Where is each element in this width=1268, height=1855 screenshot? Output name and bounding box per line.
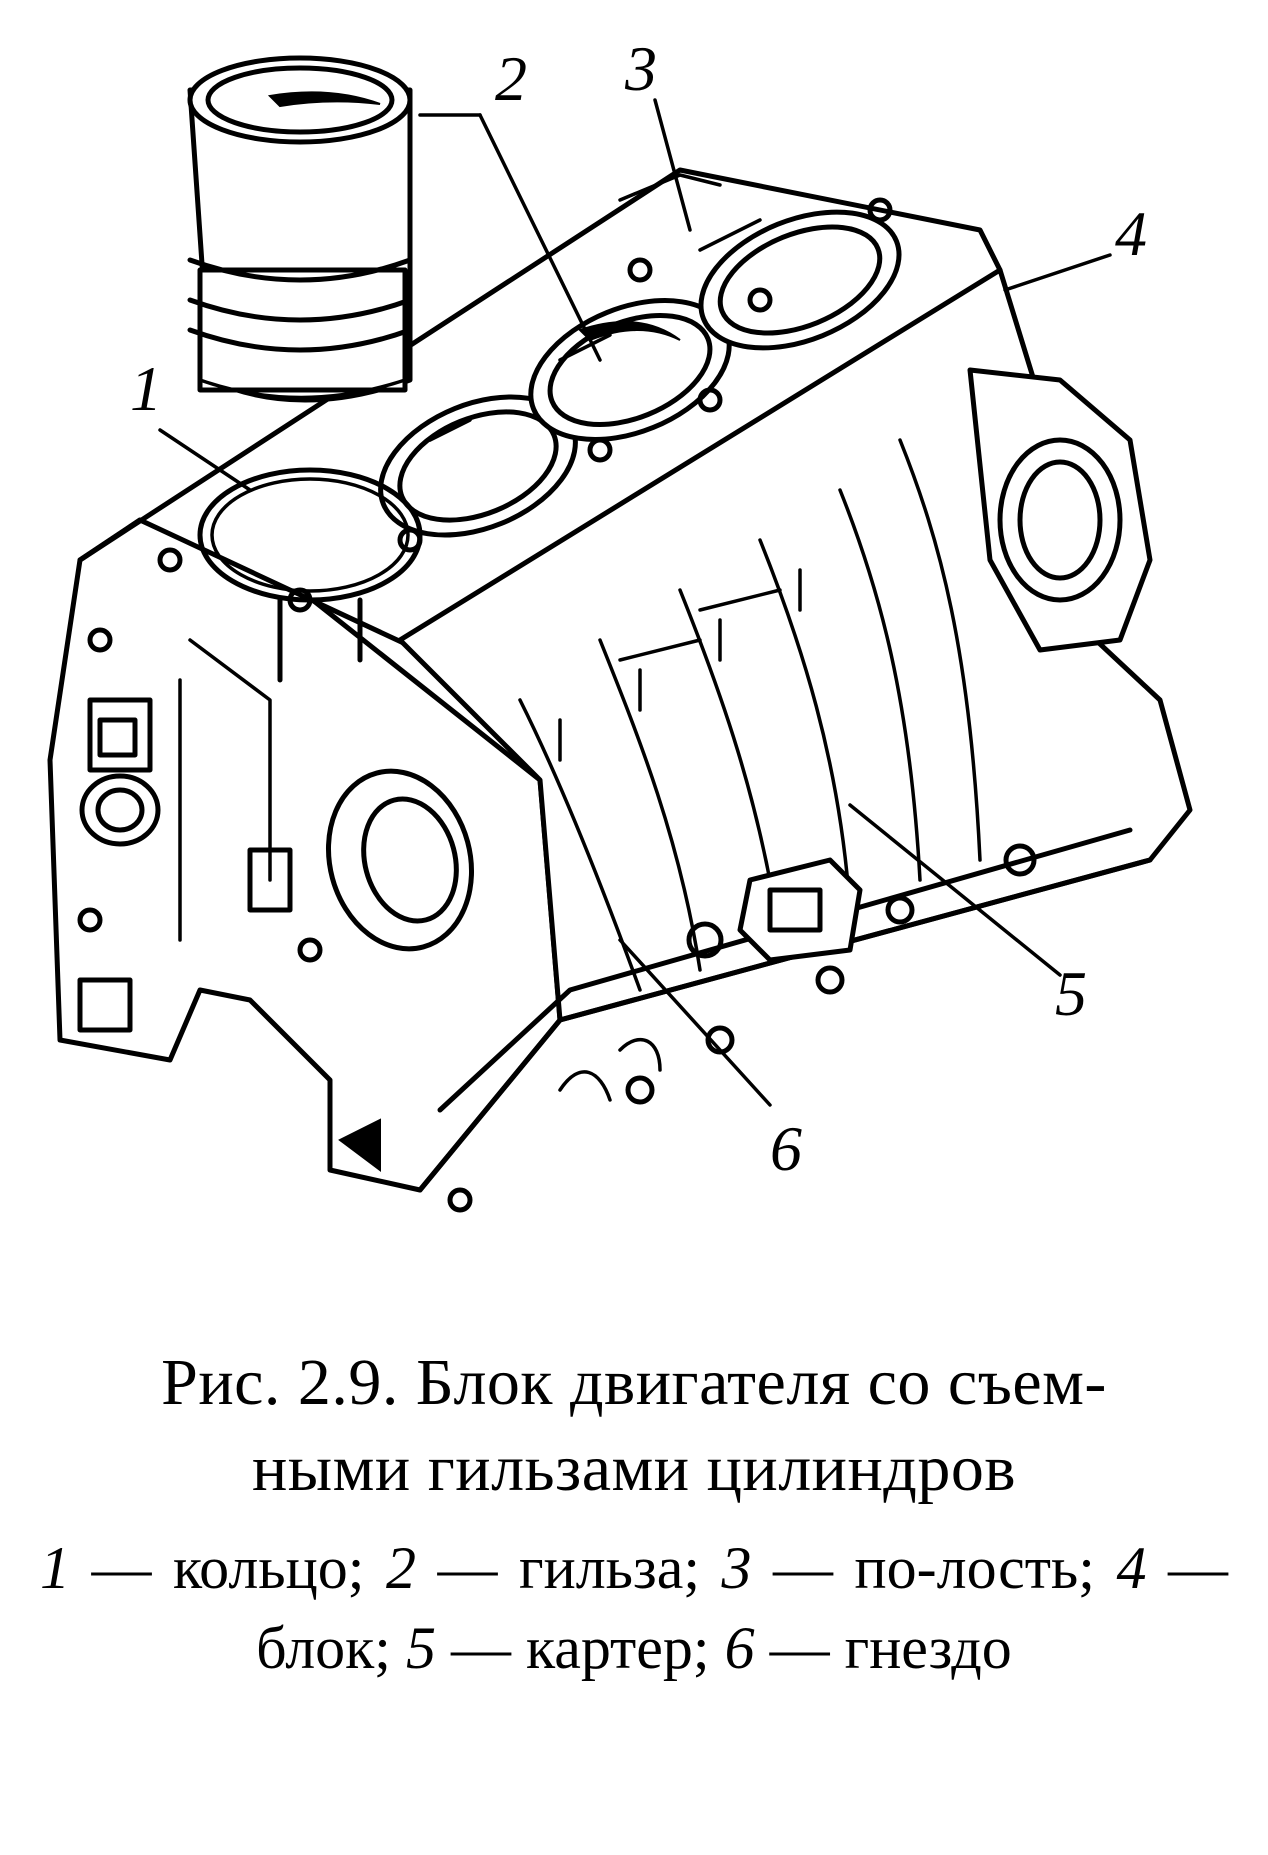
legend-text: — гильза; bbox=[415, 1535, 722, 1601]
leader-line-6 bbox=[618, 938, 772, 1107]
legend-number: 5 bbox=[405, 1615, 436, 1681]
legend-number: 4 bbox=[1116, 1535, 1147, 1601]
leader-line-4 bbox=[1003, 253, 1112, 292]
leader-line-5 bbox=[848, 803, 1062, 977]
legend-number: 6 bbox=[724, 1615, 755, 1681]
callout-6: 6 bbox=[770, 1113, 802, 1184]
legend-item-4: 4 — блок; bbox=[256, 1535, 1228, 1681]
crankcase-bosses bbox=[558, 843, 1037, 1105]
engine-block-svg: 1 2 3 4 5 6 bbox=[47, 33, 1193, 1213]
legend-text: — картер; bbox=[435, 1615, 725, 1681]
legend-item-5: 5 — картер; bbox=[406, 1615, 725, 1681]
callout-2: 2 bbox=[495, 43, 527, 114]
leader-line-1 bbox=[158, 428, 252, 492]
figure-caption: Рис. 2.9. Блок двигателя со съем- ными г… bbox=[40, 1340, 1228, 1688]
leader-lines bbox=[158, 98, 1112, 1107]
legend-text: — гнездо bbox=[754, 1615, 1012, 1681]
crankcase-ribs bbox=[518, 438, 982, 992]
legend-item-3: 3 — по-лость; bbox=[722, 1535, 1117, 1601]
block-end-face-details bbox=[77, 627, 475, 1213]
caption-title-line-2: ными гильзами цилиндров bbox=[251, 1432, 1017, 1505]
callout-4: 4 bbox=[1115, 198, 1147, 269]
legend-text: — кольцо; bbox=[70, 1535, 386, 1601]
engine-block-drawing: 1 2 3 4 5 6 bbox=[47, 33, 1193, 1213]
cylinder-liner bbox=[187, 55, 413, 403]
legend-number: 1 bbox=[40, 1535, 70, 1601]
caption-title: Рис. 2.9. Блок двигателя со съем- ными г… bbox=[40, 1340, 1228, 1512]
legend-item-6: 6 — гнездо bbox=[725, 1615, 1012, 1681]
callout-labels: 1 2 3 4 5 6 bbox=[130, 33, 1147, 1184]
callout-5: 5 bbox=[1055, 958, 1087, 1029]
leader-line-2 bbox=[478, 113, 602, 362]
legend-number: 3 bbox=[721, 1535, 752, 1601]
caption-title-line-1: Рис. 2.9. Блок двигателя со съем- bbox=[161, 1346, 1107, 1419]
legend-item-1: 1 — кольцо; bbox=[40, 1535, 386, 1601]
legend-text: — блок; bbox=[256, 1535, 1228, 1681]
caption-legend: 1 — кольцо; 2 — гильза; 3 — по-лость; 4 … bbox=[40, 1528, 1228, 1688]
legend-text: — по-лость; bbox=[751, 1535, 1117, 1601]
sealing-ring bbox=[197, 467, 423, 683]
cylinder-bores bbox=[157, 173, 902, 613]
callout-3: 3 bbox=[624, 33, 657, 104]
leader-line-3 bbox=[653, 98, 692, 232]
legend-item-2: 2 — гильза; bbox=[386, 1535, 722, 1601]
legend-number: 2 bbox=[385, 1535, 416, 1601]
callout-1: 1 bbox=[130, 353, 162, 424]
